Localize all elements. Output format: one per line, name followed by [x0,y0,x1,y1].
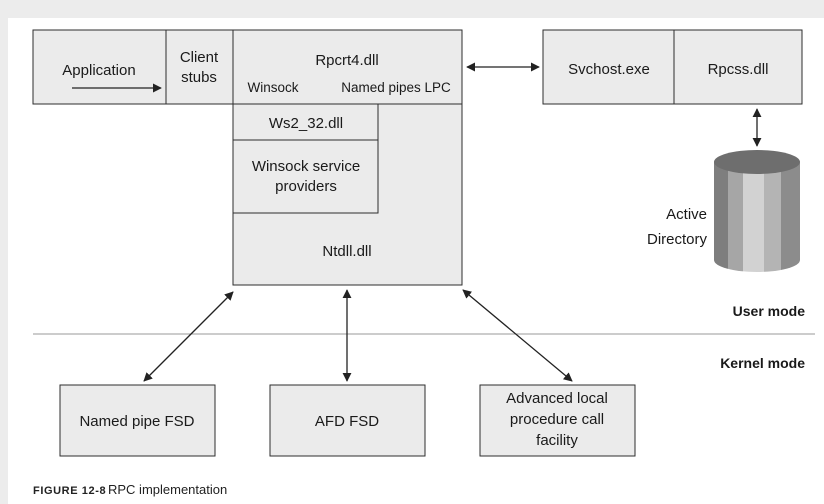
alpc-label-line1: Advanced local [506,390,608,407]
user-mode-label: User mode [733,303,806,319]
client-process: Application Client stubs Rpcrt4.dll Wins… [32,29,463,286]
ws2-32-box [232,103,379,141]
named-pipe-fsd-label: Named pipe FSD [79,413,194,430]
alpc-label-line3: facility [536,432,578,449]
figure-caption-text: RPC implementation [108,482,227,497]
application-label: Application [62,62,135,79]
database-cylinder-icon [714,150,800,272]
ntdll-label: Ntdll.dll [322,243,371,260]
rpcrt4-box [232,29,463,105]
server-process: Svchost.exe Rpcss.dll [542,29,803,105]
ntdll-alpc-arrow [462,289,573,382]
winsock-service-providers-box [232,139,379,214]
winsock-service-providers-line2: providers [275,178,337,195]
active-directory-label-line1: Active [666,206,707,223]
cylinder-top [714,150,800,174]
rpcss-label: Rpcss.dll [708,61,769,78]
svchost-box [542,29,675,105]
afd-fsd-box [269,384,426,457]
application-box [32,29,167,105]
client-stubs-label-line1: Client [180,49,219,66]
ntdll-named-pipe-fsd-arrow [143,291,234,382]
rpcrt4-label: Rpcrt4.dll [315,52,378,69]
active-directory-label-line2: Directory [647,231,708,248]
alpc-box [479,384,636,457]
named-pipes-lpc-label: Named pipes LPC [341,80,451,95]
kernel-mode-label: Kernel mode [720,355,805,371]
figure-caption-label: FIGURE 12-8 [33,485,106,497]
named-pipe-fsd-box [59,384,216,457]
rpcss-box [673,29,803,105]
svchost-label: Svchost.exe [568,61,650,78]
alpc-label-line2: procedure call [510,411,604,428]
afd-fsd-label: AFD FSD [315,413,379,430]
kernel-components: Named pipe FSD AFD FSD Advanced local pr… [59,384,636,457]
ws2-32-label: Ws2_32.dll [269,115,343,132]
winsock-label: Winsock [247,80,298,95]
winsock-service-providers-line1: Winsock service [252,158,360,175]
cylinder-body [714,162,800,272]
client-stubs-box [165,29,234,105]
client-stubs-label-line2: stubs [181,69,217,86]
